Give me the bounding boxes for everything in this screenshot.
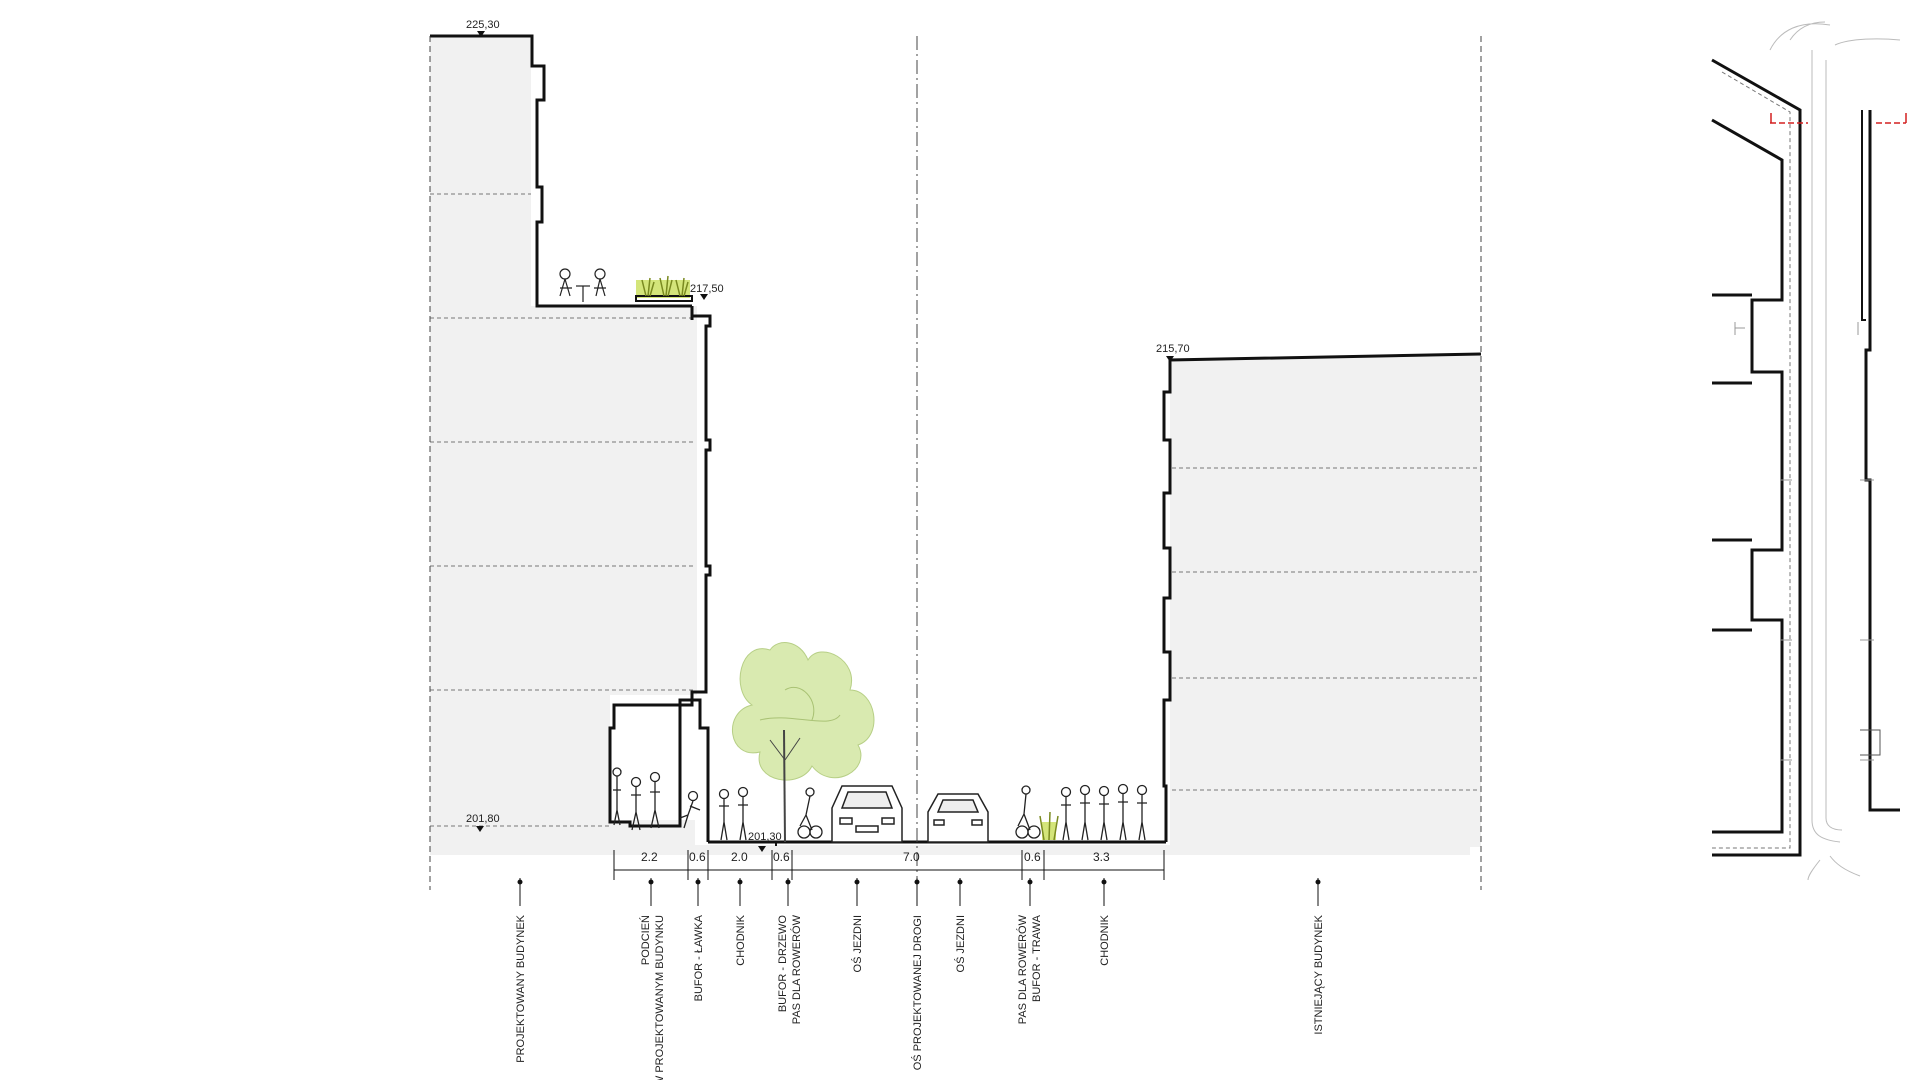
elev-top-left: 225,30 (466, 19, 500, 31)
elev-street: 201,30 (748, 831, 782, 843)
dim-arcade: 2.2 (641, 850, 658, 864)
vertical-labels: PROJEKTOWANY BUDYNEK PODCIEŃ W PROJEKTOW… (515, 914, 1325, 1080)
dim-buffer-bench: 0.6 (689, 850, 706, 864)
floor-lines-right (1172, 467, 1480, 791)
floor-lines-left (430, 193, 695, 827)
label-lane-axis-left: OŚ JEZDNI (851, 915, 864, 972)
label-buffer-bench: BUFOR - ŁAWKA (693, 914, 705, 1001)
label-projected-building: PROJEKTOWANY BUDYNEK (515, 914, 527, 1062)
label-arcade-line2: W PROJEKTOWANYM BUDYNKU (654, 915, 666, 1080)
car-left (831, 785, 903, 843)
ground-band (430, 845, 1470, 855)
projected-building (430, 34, 712, 847)
label-sidewalk-right: CHODNIK (1099, 914, 1111, 965)
dimension-line: 2.2 0.6 2.0 0.6 7.0 0.6 3.3 (613, 850, 1165, 880)
site-plan (1711, 21, 1907, 881)
label-bike-lane-left: PAS DLA ROWERÓW (790, 914, 803, 1024)
label-buffer-grass: BUFOR - TRAWA (1031, 914, 1043, 1002)
label-lane-axis-right: OŚ JEZDNI (954, 915, 967, 972)
label-buffer-tree: BUFOR - DRZEWO (777, 915, 789, 1013)
dim-sidewalk-left: 2.0 (731, 850, 748, 864)
elev-right-roof: 215,70 (1156, 343, 1190, 355)
elevation-markers: 225,30 217,50 215,70 201,80 201,30 (430, 19, 1190, 852)
car-right (927, 793, 989, 843)
dim-buffer-tree: 0.6 (773, 850, 790, 864)
dim-roadway: 7.0 (903, 850, 920, 864)
existing-building (1162, 352, 1482, 847)
label-bike-lane-right: PAS DLA ROWERÓW (1016, 914, 1029, 1024)
elev-terrace: 217,50 (690, 283, 724, 295)
street-tree (731, 642, 875, 843)
elev-ground-left: 201,80 (466, 813, 500, 825)
label-road-axis: OŚ PROJEKTOWANEJ DROGI (911, 915, 924, 1070)
pedestrians (612, 767, 1148, 841)
label-existing-building: ISTNIEJĄCY BUDYNEK (1313, 914, 1325, 1034)
dim-buffer-grass: 0.6 (1024, 850, 1041, 864)
label-sidewalk-left: CHODNIK (735, 914, 747, 965)
label-leaders (517, 878, 1321, 906)
terrace-cafe (559, 268, 606, 302)
terrace-plants (641, 275, 689, 297)
label-arcade-line1: PODCIEŃ (639, 915, 652, 965)
dim-sidewalk-right: 3.3 (1093, 850, 1110, 864)
grass-buffer-plants (1039, 811, 1059, 841)
